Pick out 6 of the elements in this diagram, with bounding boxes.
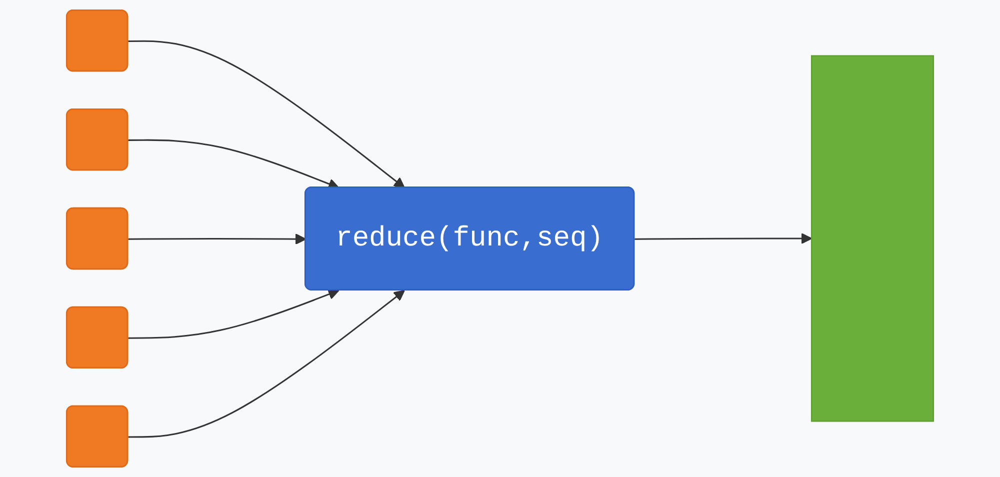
node-bar bbox=[810, 55, 934, 422]
arrow bbox=[128, 40, 405, 188]
arrow bbox=[128, 288, 340, 339]
arrow bbox=[634, 232, 812, 244]
arrow bbox=[128, 233, 306, 245]
arrow bbox=[128, 290, 405, 438]
